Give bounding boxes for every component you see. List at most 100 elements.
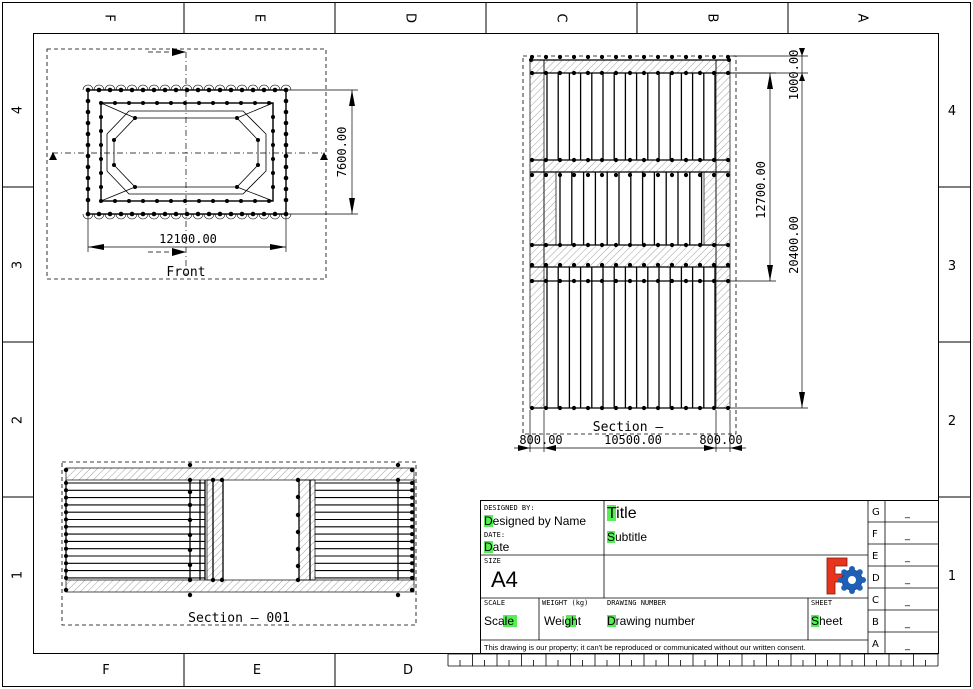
- rebar-point: [64, 517, 68, 522]
- rebar-point: [697, 172, 703, 178]
- revision-value: _: [904, 574, 911, 585]
- rebar-point: [197, 101, 201, 105]
- front-view-frame: [46, 48, 327, 280]
- rebar-point: [85, 186, 91, 192]
- rebar-point: [253, 101, 257, 105]
- rebar-point: [409, 467, 415, 473]
- scallop: [247, 84, 259, 91]
- rebar-point: [96, 211, 102, 217]
- rebar-point: [725, 262, 731, 268]
- section-right-dims: [730, 50, 808, 409]
- rebar-point: [711, 54, 717, 60]
- rebar-point: [697, 242, 703, 248]
- rebar-point: [184, 211, 190, 217]
- rebar-point: [613, 157, 619, 163]
- rebar-point: [206, 87, 212, 93]
- rebar-point: [641, 54, 647, 60]
- section-bottom-label: Section – 001: [188, 611, 290, 626]
- rebar-point: [141, 199, 145, 203]
- rebar-point: [85, 120, 91, 126]
- rebar-point: [725, 172, 731, 178]
- rebar-point: [184, 87, 190, 93]
- rebar-point: [585, 278, 591, 284]
- rebar-point: [557, 405, 563, 411]
- rebar-point: [169, 199, 173, 203]
- front-outer-ring: [87, 89, 287, 215]
- rebar-point: [295, 529, 301, 535]
- scallop: [93, 213, 105, 220]
- rebar-point: [669, 278, 675, 284]
- size-label: SIZE: [484, 557, 501, 565]
- section-arrow: [49, 152, 57, 160]
- rebar-point: [711, 70, 717, 76]
- section-bottom-points: [63, 462, 415, 598]
- rebar-point: [655, 278, 661, 284]
- rebar-point: [599, 242, 605, 248]
- scallop: [280, 84, 292, 91]
- rebar-point: [295, 494, 301, 500]
- sheet-label: SHEET: [811, 599, 833, 607]
- revision-letter: D: [872, 573, 880, 584]
- scallop: [115, 84, 127, 91]
- revision-value: _: [904, 530, 911, 541]
- rebar-point: [187, 592, 193, 598]
- scallop: [236, 84, 248, 91]
- row-labels-left: 4 3 2 1: [11, 106, 26, 579]
- rebar-point: [627, 54, 633, 60]
- revision-letter: B: [872, 617, 879, 628]
- tie-line: [100, 102, 136, 119]
- rebar-point: [529, 157, 535, 163]
- rebar-point: [669, 405, 675, 411]
- drawing-number-value: Drawing number: [607, 614, 695, 628]
- rebar-point: [655, 405, 661, 411]
- col-label-bottom: F: [102, 663, 109, 678]
- row-labels-right: 4 3 2 1: [948, 104, 956, 584]
- rebar-point: [410, 510, 414, 515]
- front-view[interactable]: 12100.00 7600.00 Front: [46, 48, 358, 280]
- rebar-point: [64, 568, 68, 573]
- rebar-point: [239, 101, 243, 105]
- rebar-point: [85, 197, 91, 203]
- rebar-point: [162, 211, 168, 217]
- rebar-point: [211, 101, 215, 105]
- rebar-point: [585, 262, 591, 268]
- section-bottom-view[interactable]: Section – 001: [61, 461, 417, 626]
- section-arrow: [320, 152, 328, 160]
- revision-value: _: [904, 596, 911, 607]
- rebar-point: [64, 546, 68, 551]
- front-dim-width-text: 12100.00: [159, 232, 217, 246]
- rebar-point: [283, 142, 289, 148]
- rebar-point: [599, 70, 605, 76]
- rebar-point: [187, 547, 193, 553]
- rebar-point: [183, 199, 187, 203]
- rebar-point: [613, 405, 619, 411]
- rebar-point: [543, 54, 549, 60]
- rebar-point: [599, 278, 605, 284]
- rebar-point: [155, 101, 159, 105]
- front-dim-height: [288, 89, 358, 215]
- rebar-point: [219, 477, 225, 483]
- scale-value: Scale: [484, 614, 514, 628]
- rebar-point: [271, 115, 275, 119]
- title-text: Title: [607, 505, 637, 522]
- rebar-point: [267, 101, 271, 105]
- rebar-point: [585, 172, 591, 178]
- rebar-point: [683, 172, 689, 178]
- section-right-view[interactable]: 1000.00 12700.00 20400.00 800.00 10500.0…: [514, 48, 808, 452]
- rebar-point: [410, 532, 414, 537]
- section-arrow: [172, 48, 186, 56]
- rebar-point: [173, 211, 179, 217]
- rebar-point: [197, 199, 201, 203]
- rebar-point: [99, 143, 103, 147]
- scallop: [104, 84, 116, 91]
- rebar-point: [187, 462, 193, 468]
- rebar-point: [64, 539, 68, 544]
- section-bottom-bars: [65, 480, 415, 580]
- scallop: [126, 213, 138, 220]
- rebar-point: [655, 54, 661, 60]
- rebar-point: [283, 120, 289, 126]
- section-right-bars: [530, 59, 730, 409]
- scallop: [214, 84, 226, 91]
- rebar-point: [683, 262, 689, 268]
